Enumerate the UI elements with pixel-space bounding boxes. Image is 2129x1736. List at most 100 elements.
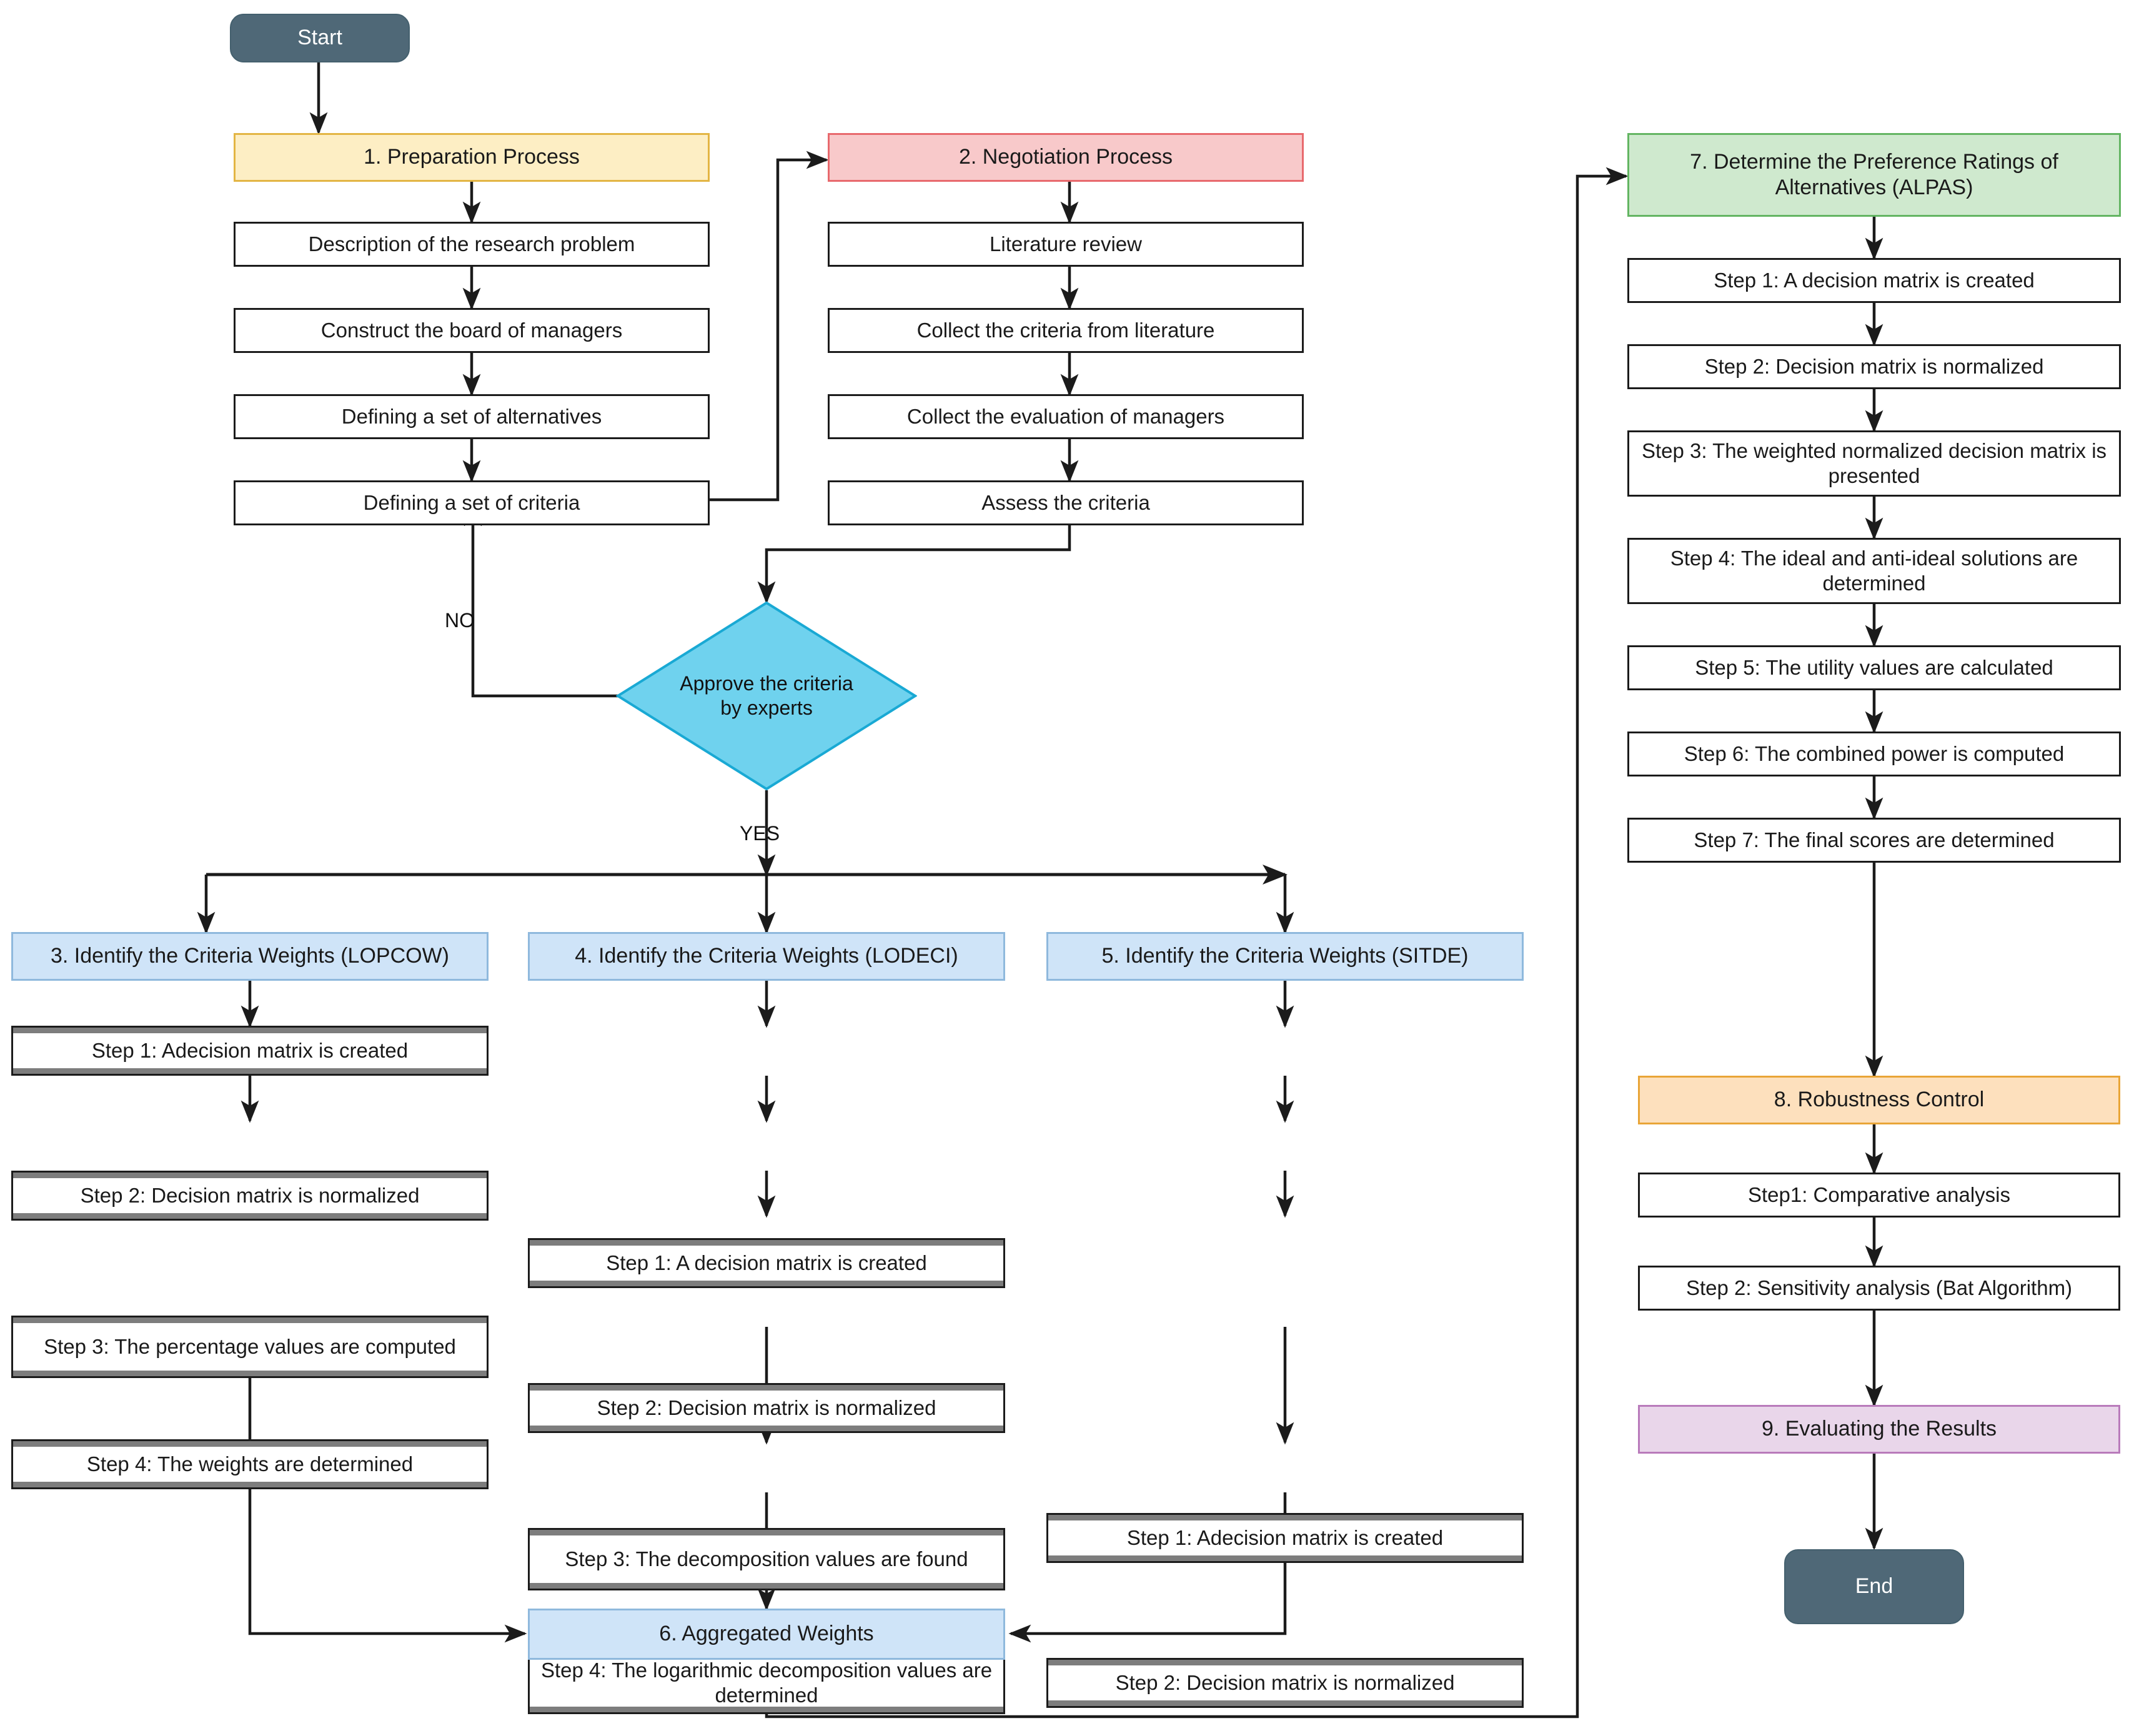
phase-alpas[interactable]: 7. Determine the Preference Ratings of A…: [1627, 133, 2121, 217]
box-bottom-bar: [13, 1068, 487, 1074]
step-label: Step 3: The percentage values are comput…: [44, 1334, 456, 1358]
step-lodeci-1[interactable]: Step 1: A decision matrix is created: [528, 1238, 1005, 1288]
step-alpas-5[interactable]: Step 5: The utility values are calculate…: [1627, 645, 2121, 690]
step-sitde-1[interactable]: Step 1: Adecision matrix is created: [1046, 1513, 1524, 1563]
step-alpas-7[interactable]: Step 7: The final scores are determined: [1627, 818, 2121, 863]
phase-robustness-control[interactable]: 8. Robustness Control: [1638, 1076, 2120, 1124]
phase-lopcow-label: 3. Identify the Criteria Weights (LOPCOW…: [50, 944, 449, 968]
step-collect-criteria-from-literature[interactable]: Collect the criteria from literature: [828, 308, 1304, 353]
step-alpas-2[interactable]: Step 2: Decision matrix is normalized: [1627, 344, 2121, 389]
step-label: Literature review: [990, 232, 1142, 255]
step-robustness-2[interactable]: Step 2: Sensitivity analysis (Bat Algori…: [1638, 1266, 2120, 1311]
box-top-bar: [13, 1441, 487, 1447]
box-bottom-bar: [530, 1583, 1003, 1589]
step-alpas-3[interactable]: Step 3: The weighted normalized decision…: [1627, 430, 2121, 497]
box-top-bar: [1048, 1660, 1522, 1665]
step-literature-review[interactable]: Literature review: [828, 222, 1304, 267]
phase-evaluating-results[interactable]: 9. Evaluating the Results: [1638, 1405, 2120, 1454]
box-bottom-bar: [530, 1707, 1003, 1712]
box-top-bar: [13, 1028, 487, 1033]
phase-lodeci-label: 4. Identify the Criteria Weights (LODECI…: [575, 944, 958, 968]
phase-aggregated-weights[interactable]: 6. Aggregated Weights: [528, 1609, 1005, 1660]
step-label: Defining a set of alternatives: [341, 404, 602, 428]
step-label: Step 1: A decision matrix is created: [1714, 268, 2035, 292]
step-label: Defining a set of criteria: [363, 490, 580, 514]
box-bottom-bar: [530, 1281, 1003, 1286]
phase-aggregated-label: 6. Aggregated Weights: [659, 1622, 874, 1646]
step-label: Step 2: Decision matrix is normalized: [1115, 1670, 1455, 1694]
step-label: Step 2: Decision matrix is normalized: [80, 1183, 420, 1207]
box-bottom-bar: [530, 1426, 1003, 1431]
step-label: Collect the evaluation of managers: [906, 404, 1225, 428]
step-label: Step 1: Adecision matrix is created: [91, 1038, 409, 1062]
box-top-bar: [13, 1173, 487, 1178]
box-bottom-bar: [1048, 1700, 1522, 1706]
end-terminal[interactable]: End: [1784, 1549, 1964, 1624]
step-label: Step 4: The ideal and anti-ideal solutio…: [1670, 546, 2078, 595]
phase-lopcow[interactable]: 3. Identify the Criteria Weights (LOPCOW…: [11, 932, 489, 981]
box-bottom-bar: [13, 1482, 487, 1487]
step-robustness-1[interactable]: Step1: Comparative analysis: [1638, 1173, 2120, 1218]
step-label: Step 2: Decision matrix is normalized: [597, 1396, 936, 1419]
phase-alpas-label: 7. Determine the Preference Ratings of A…: [1690, 149, 2058, 199]
step-defining-set-of-alternatives[interactable]: Defining a set of alternatives: [234, 394, 710, 439]
step-lopcow-2[interactable]: Step 2: Decision matrix is normalized: [11, 1171, 489, 1221]
decision-approve-criteria[interactable]: Approve the criteria by experts: [615, 601, 918, 791]
step-label: Step 1: Adecision matrix is created: [1126, 1525, 1444, 1549]
step-defining-set-of-criteria[interactable]: Defining a set of criteria: [234, 480, 710, 525]
box-top-bar: [1048, 1515, 1522, 1520]
step-alpas-4[interactable]: Step 4: The ideal and anti-ideal solutio…: [1627, 538, 2121, 604]
step-alpas-1[interactable]: Step 1: A decision matrix is created: [1627, 258, 2121, 303]
step-label: Step 3: The weighted normalized decision…: [1641, 439, 2107, 487]
box-top-bar: [530, 1530, 1003, 1535]
end-label: End: [1855, 1574, 1893, 1599]
phase-preparation-process[interactable]: 1. Preparation Process: [234, 133, 710, 182]
phase-negotiation-label: 2. Negotiation Process: [958, 145, 1173, 169]
step-assess-the-criteria[interactable]: Assess the criteria: [828, 480, 1304, 525]
box-top-bar: [13, 1317, 487, 1323]
edge-label-no: NO: [445, 609, 475, 632]
step-lodeci-2[interactable]: Step 2: Decision matrix is normalized: [528, 1383, 1005, 1433]
step-label: Construct the board of managers: [320, 318, 623, 342]
step-lodeci-4[interactable]: Step 4: The logarithmic decomposition va…: [528, 1652, 1005, 1714]
box-top-bar: [530, 1240, 1003, 1246]
step-label: Step 6: The combined power is computed: [1684, 742, 2065, 765]
step-lodeci-3[interactable]: Step 3: The decomposition values are fou…: [528, 1528, 1005, 1590]
step-label: Step 2: Decision matrix is normalized: [1704, 354, 2044, 378]
step-sitde-2[interactable]: Step 2: Decision matrix is normalized: [1046, 1658, 1524, 1708]
decision-line-2: by experts: [720, 697, 813, 719]
step-label: Step 3: The decomposition values are fou…: [565, 1547, 968, 1570]
start-label: Start: [297, 26, 342, 50]
phase-negotiation-process[interactable]: 2. Negotiation Process: [828, 133, 1304, 182]
phase-evaluating-label: 9. Evaluating the Results: [1761, 1417, 1997, 1441]
start-terminal[interactable]: Start: [230, 14, 410, 62]
phase-robustness-label: 8. Robustness Control: [1774, 1088, 1985, 1112]
step-collect-evaluation-of-managers[interactable]: Collect the evaluation of managers: [828, 394, 1304, 439]
step-label: Collect the criteria from literature: [916, 318, 1215, 342]
decision-line-1: Approve the criteria: [680, 672, 853, 695]
step-lopcow-1[interactable]: Step 1: Adecision matrix is created: [11, 1026, 489, 1076]
step-label: Description of the research problem: [308, 232, 635, 255]
step-label: Step 1: A decision matrix is created: [606, 1251, 927, 1274]
phase-lodeci[interactable]: 4. Identify the Criteria Weights (LODECI…: [528, 932, 1005, 981]
phase-sitde-label: 5. Identify the Criteria Weights (SITDE): [1101, 944, 1469, 968]
phase-preparation-label: 1. Preparation Process: [364, 145, 580, 169]
box-bottom-bar: [13, 1213, 487, 1219]
phase-sitde[interactable]: 5. Identify the Criteria Weights (SITDE): [1046, 932, 1524, 981]
step-label: Step 5: The utility values are calculate…: [1695, 655, 2053, 679]
step-lopcow-3[interactable]: Step 3: The percentage values are comput…: [11, 1316, 489, 1378]
step-alpas-6[interactable]: Step 6: The combined power is computed: [1627, 732, 2121, 776]
step-description-of-research-problem[interactable]: Description of the research problem: [234, 222, 710, 267]
step-label: Step 4: The logarithmic decomposition va…: [540, 1658, 993, 1707]
step-lopcow-4[interactable]: Step 4: The weights are determined: [11, 1439, 489, 1489]
step-label: Step 4: The weights are determined: [86, 1452, 414, 1476]
edge-label-yes: YES: [740, 822, 780, 845]
step-label: Step 2: Sensitivity analysis (Bat Algori…: [1685, 1276, 2073, 1299]
step-construct-board-of-managers[interactable]: Construct the board of managers: [234, 308, 710, 353]
step-label: Assess the criteria: [981, 490, 1150, 514]
diamond-shape: [615, 601, 918, 791]
box-bottom-bar: [13, 1371, 487, 1376]
step-label: Step 7: The final scores are determined: [1694, 828, 2055, 851]
decision-label: Approve the criteria by experts: [653, 663, 880, 728]
